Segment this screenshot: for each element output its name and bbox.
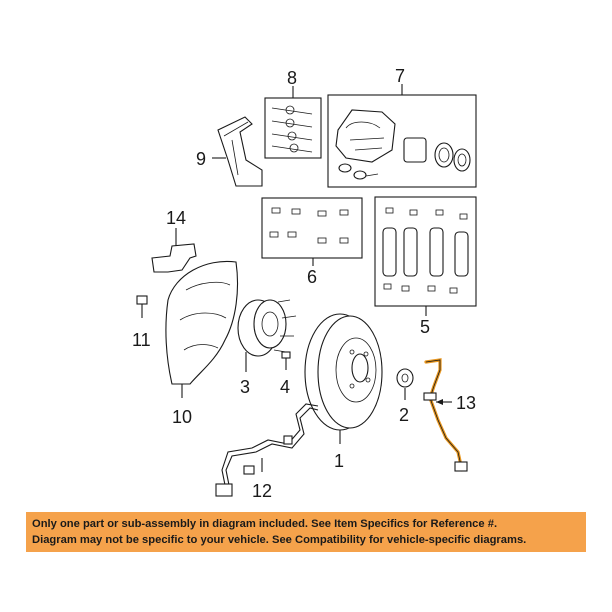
callout-6: 6 [307, 267, 317, 287]
callout-12: 12 [252, 481, 272, 501]
callout-8: 8 [287, 68, 297, 88]
part-11-bolt [136, 295, 148, 318]
disclaimer-line-1: Only one part or sub-assembly in diagram… [32, 518, 498, 530]
callout-4: 4 [280, 377, 290, 397]
part-4-wheel-stud [281, 351, 291, 370]
callout-14: 14 [166, 208, 186, 228]
part-6-hardware-kit [261, 197, 363, 266]
leader-13-arrow [436, 399, 443, 405]
part-2-nut [396, 368, 414, 388]
callout-3: 3 [240, 377, 250, 397]
part-1-brake-rotor [304, 313, 383, 431]
part-13-wear-sensor [423, 358, 468, 472]
callout-11: 11 [132, 330, 151, 350]
callout-13: 13 [456, 393, 476, 413]
callout-9: 9 [196, 149, 206, 169]
part-14-bracket [151, 243, 197, 273]
disclaimer-banner: Only one part or sub-assembly in diagram… [26, 512, 586, 552]
part-7-caliper-kit [327, 84, 477, 188]
callout-2: 2 [399, 405, 409, 425]
part-10-splash-shield [165, 260, 239, 385]
disclaimer-line-2: Diagram may not be specific to your vehi… [32, 534, 527, 546]
part-3-hub-bearing [237, 299, 297, 357]
callout-5: 5 [420, 317, 430, 337]
part-5-brake-pads [374, 196, 477, 316]
callout-10: 10 [172, 407, 192, 427]
callout-7: 7 [395, 66, 405, 86]
callout-1: 1 [334, 451, 344, 471]
part-8-guide-pins [264, 86, 322, 159]
part-9-caliper-bracket [217, 116, 263, 187]
part-12-sensor-harness [215, 403, 319, 497]
